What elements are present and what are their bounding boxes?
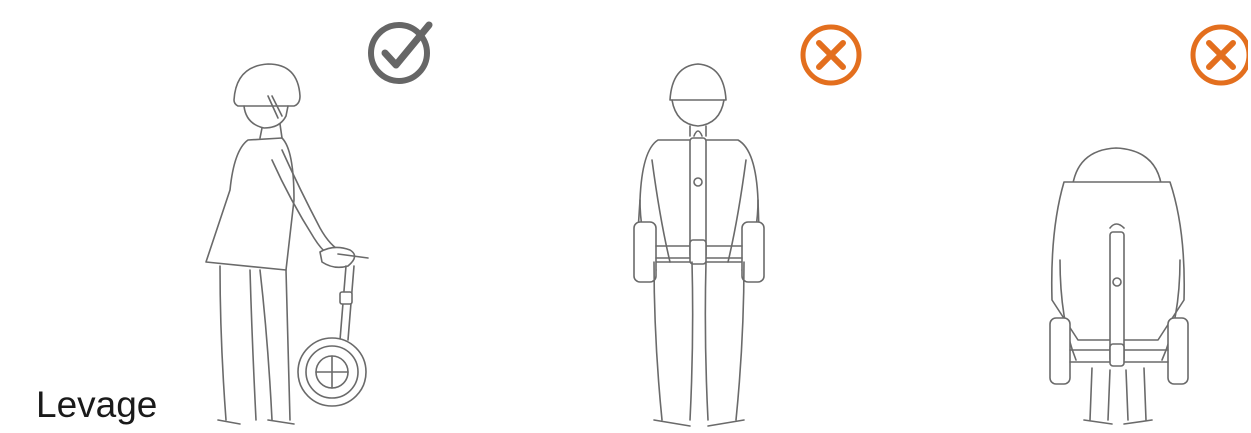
- caption-lifting: Levage: [36, 386, 157, 423]
- x-circle-icon: [1188, 22, 1248, 88]
- checkmark-circle-icon: [365, 17, 435, 87]
- figure-wrong-lift-bent: [1030, 0, 1210, 433]
- figure-wrong-lift-front: [610, 0, 790, 433]
- x-circle-icon: [798, 22, 864, 88]
